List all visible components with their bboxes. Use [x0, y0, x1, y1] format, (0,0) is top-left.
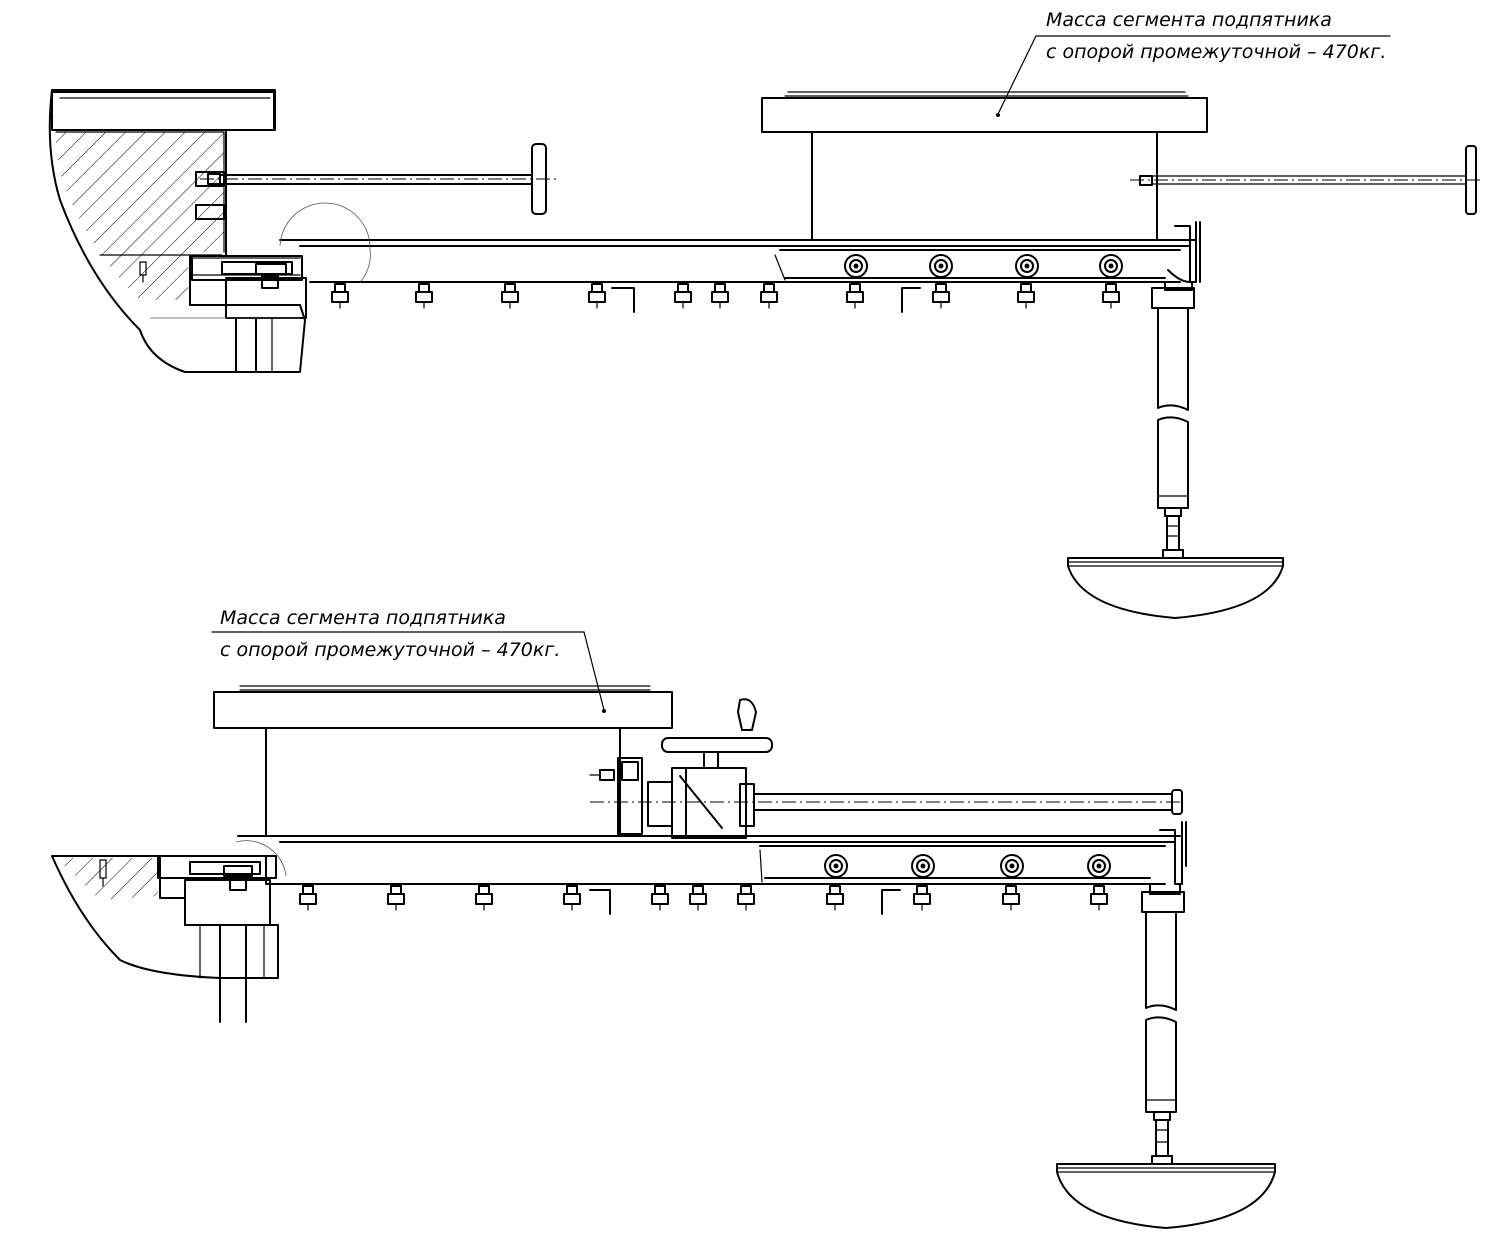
handwheel-jack [589, 698, 1183, 839]
beam-rollers-bottom [824, 854, 1111, 878]
annotation-top: Масса сегмента подпятника с опорой проме… [997, 9, 1391, 115]
bottom-view: Масса сегмента подпятника с опорой проме… [51, 607, 1276, 1229]
main-beam-bottom [157, 821, 1187, 895]
thrust-segment [761, 91, 1208, 241]
beam-bolts-bottom [299, 885, 1108, 915]
annotation-top-line1: Масса сегмента подпятника [1046, 9, 1332, 31]
annotation-bottom-line2: с опорой промежуточной – 470кг. [220, 639, 560, 661]
support-post-bottom [1056, 891, 1276, 1229]
thrust-segment-bottom [213, 685, 673, 837]
beam-bolts [331, 283, 1120, 313]
t-handle-rod [200, 143, 560, 215]
support-post [1067, 287, 1284, 619]
annotation-bottom-line1: Масса сегмента подпятника [220, 607, 506, 629]
left-housing [48, 89, 307, 373]
annotation-bottom: Масса сегмента подпятника с опорой проме… [211, 607, 605, 711]
main-beam [191, 202, 1201, 291]
t-handle-rod-right [1130, 145, 1480, 215]
left-housing-bottom [51, 855, 279, 1023]
annotation-top-line2: с опорой промежуточной – 470кг. [1046, 41, 1386, 63]
top-view: Масса сегмента подпятника с опорой проме… [48, 9, 1480, 619]
beam-rollers [844, 254, 1123, 278]
